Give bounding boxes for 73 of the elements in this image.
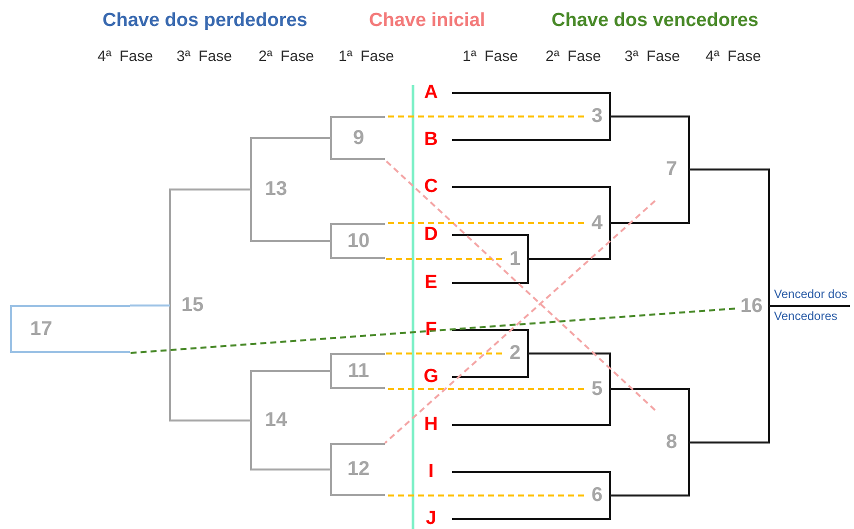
- bracket-line: [690, 442, 770, 444]
- bracket-line: [250, 240, 330, 242]
- competitor-label: D: [410, 225, 452, 245]
- bracket-line: [452, 116, 611, 141]
- competitor-label: A: [410, 83, 452, 103]
- bracket-line: [130, 304, 170, 306]
- bracket-line: [452, 389, 611, 426]
- bracket-line: [169, 306, 250, 422]
- dashed-connector: [385, 116, 584, 118]
- bracket-heading: Chave inicial: [369, 10, 486, 32]
- final-bracket: 17: [10, 305, 130, 353]
- competitor-label: J: [410, 509, 452, 529]
- match-number: 15: [170, 293, 215, 318]
- competitor-label: C: [410, 177, 452, 197]
- match-bracket: 11: [330, 353, 385, 389]
- bracket-heading: Chave dos perdedores: [102, 10, 308, 32]
- phase-label: 2ª Fase: [546, 48, 601, 65]
- bracket-line: [610, 222, 690, 224]
- phase-label: 3ª Fase: [176, 48, 232, 65]
- dashed-connector: [130, 308, 736, 354]
- competitor-label: I: [410, 462, 452, 482]
- phase-label: 1ª Fase: [338, 48, 394, 65]
- competitor-label: G: [410, 367, 452, 387]
- match-bracket: 10: [330, 223, 385, 259]
- dashed-connector: [385, 258, 502, 260]
- bracket-line: [528, 223, 611, 260]
- bracket-line: [452, 259, 529, 284]
- dashed-connector: [385, 494, 584, 496]
- bracket-line: [610, 388, 690, 390]
- match-bracket: 8: [655, 389, 690, 496]
- dashed-connector: [384, 159, 656, 411]
- bracket-line: [250, 468, 330, 470]
- dashed-connector: [384, 200, 656, 444]
- bracket-line: [452, 496, 611, 520]
- competitor-label: H: [410, 415, 452, 435]
- phase-label: 2ª Fase: [258, 48, 314, 65]
- phase-label: 4ª Fase: [706, 48, 761, 65]
- phase-label: 1ª Fase: [462, 48, 518, 65]
- match-bracket: 16: [735, 169, 770, 443]
- bracket-line: [610, 494, 690, 496]
- bracket-line: [452, 471, 611, 496]
- match-bracket: 14: [250, 371, 300, 470]
- bracket-line: [250, 370, 330, 372]
- dashed-connector: [385, 352, 502, 354]
- competitor-label: B: [410, 130, 452, 150]
- match-bracket: 7: [655, 116, 690, 223]
- bracket-line: [452, 92, 611, 116]
- match-number: 4: [584, 212, 610, 234]
- dashed-connector: [385, 222, 584, 224]
- phase-label: 3ª Fase: [624, 48, 680, 65]
- competitor-label: E: [410, 273, 452, 293]
- match-number: 1: [502, 249, 528, 269]
- bracket-line: [770, 305, 850, 307]
- bracket-line: [528, 352, 611, 389]
- match-number: 2: [502, 343, 528, 364]
- phase-label: 4ª Fase: [98, 48, 153, 65]
- match-number: 3: [584, 106, 610, 127]
- bracket-line: [169, 188, 250, 306]
- match-bracket: 12: [330, 443, 385, 496]
- bracket-line: [452, 186, 611, 223]
- dashed-connector: [385, 388, 584, 390]
- bracket-line: [250, 137, 330, 139]
- match-bracket: 9: [330, 116, 385, 160]
- bracket-line: [452, 354, 529, 378]
- bracket-line: [452, 234, 529, 259]
- match-number: 5: [584, 378, 610, 400]
- winner-caption: Vencedor dos Vencedores: [774, 286, 848, 325]
- bracket-line: [610, 116, 690, 118]
- match-number: 6: [584, 485, 610, 506]
- match-bracket: 13: [250, 138, 300, 241]
- bracket-line: [452, 329, 529, 354]
- bracket-line: [690, 168, 770, 170]
- bracket-heading: Chave dos vencedores: [552, 10, 758, 32]
